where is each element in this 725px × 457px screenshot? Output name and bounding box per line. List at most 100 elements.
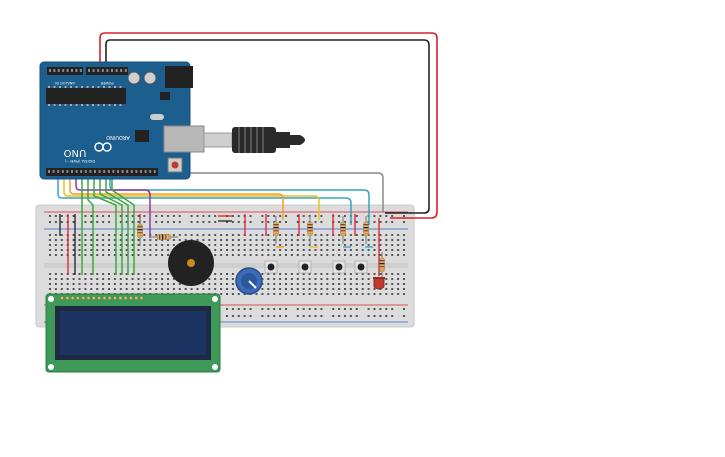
breadboard-hole <box>355 215 358 217</box>
breadboard-hole <box>231 283 234 285</box>
breadboard-hole <box>243 315 246 317</box>
wire-green-3[interactable] <box>93 178 117 275</box>
breadboard-hole <box>267 234 270 236</box>
breadboard-hole <box>208 234 211 236</box>
resistor[interactable] <box>379 252 385 280</box>
breadboard-hole <box>167 288 169 290</box>
breadboard-hole <box>367 244 370 246</box>
arduino-uno-board[interactable]: ARDUINO UNO DIGITAL (PWM ~) POWER ANALOG… <box>39 61 205 180</box>
wire-green-6[interactable] <box>111 178 135 275</box>
breadboard-hole <box>367 283 370 285</box>
lcd-pin <box>70 296 75 300</box>
breadboard-hole <box>237 249 240 251</box>
breadboard-hole <box>332 283 335 285</box>
breadboard-hole <box>214 244 217 246</box>
breadboard-hole <box>296 254 299 256</box>
breadboard-hole <box>125 215 128 217</box>
push-button[interactable] <box>354 260 368 274</box>
breadboard-hole <box>125 234 128 236</box>
breadboard-hole <box>172 288 175 290</box>
breadboard-hole <box>243 308 246 310</box>
breadboard-hole <box>137 283 140 285</box>
breadboard-hole <box>385 221 388 223</box>
breadboard-hole <box>344 273 346 275</box>
potentiometer[interactable] <box>235 267 263 295</box>
wire-orange-1[interactable] <box>69 178 284 220</box>
breadboard-hole <box>361 254 364 256</box>
breadboard-hole <box>149 244 152 246</box>
breadboard-hole <box>367 308 370 310</box>
breadboard-hole <box>208 278 211 280</box>
breadboard-hole <box>102 239 105 241</box>
breadboard-hole <box>296 283 299 285</box>
breadboard-hole <box>349 283 352 285</box>
breadboard-hole <box>273 278 276 280</box>
breadboard-hole <box>349 244 352 246</box>
breadboard-hole <box>302 288 305 290</box>
breadboard-hole <box>178 234 181 236</box>
breadboard-hole <box>397 239 400 241</box>
breadboard-hole <box>314 254 317 256</box>
resistor[interactable] <box>137 218 143 246</box>
breadboard-hole <box>72 215 75 217</box>
wire-gray[interactable] <box>154 172 384 212</box>
breadboard-hole <box>326 293 329 295</box>
wire-blue-1[interactable] <box>57 178 352 225</box>
breadboard-hole <box>60 278 63 280</box>
breadboard-hole <box>367 278 370 280</box>
breadboard-hole <box>96 239 99 241</box>
breadboard-hole <box>379 221 382 223</box>
breadboard-hole <box>220 254 223 256</box>
wire-green-4[interactable] <box>99 178 123 275</box>
resistor[interactable] <box>363 216 369 244</box>
wire-gnd-black[interactable] <box>105 39 430 214</box>
breadboard-hole <box>349 234 352 236</box>
breadboard-hole <box>131 234 134 236</box>
breadboard-hole <box>279 293 282 295</box>
wire-yellow-1[interactable] <box>63 178 320 220</box>
breadboard-hole <box>391 315 394 317</box>
wire-green-5[interactable] <box>105 178 129 275</box>
push-button[interactable] <box>298 260 312 274</box>
breadboard-hole <box>261 308 264 310</box>
breadboard-hole <box>196 288 199 290</box>
breadboard-hole <box>90 244 93 246</box>
atmega-chip <box>46 88 126 104</box>
usb-cable[interactable] <box>203 127 305 153</box>
wire-blue-2[interactable] <box>109 178 370 225</box>
breadboard-hole <box>373 308 376 310</box>
resistor[interactable] <box>150 234 178 240</box>
breadboard-hole <box>84 221 87 223</box>
breadboard-hole <box>178 239 181 241</box>
breadboard-hole <box>338 315 341 317</box>
breadboard-hole <box>379 239 382 241</box>
breadboard-hole <box>267 249 270 251</box>
breadboard-hole <box>320 293 323 295</box>
breadboard-hole <box>320 234 323 236</box>
breadboard-hole <box>220 278 223 280</box>
breadboard-hole <box>96 288 99 290</box>
breadboard-hole <box>155 239 158 241</box>
breadboard-hole <box>131 221 134 223</box>
wire-5v-red[interactable] <box>99 32 438 219</box>
push-button[interactable] <box>264 260 278 274</box>
breadboard-hole <box>308 249 311 251</box>
breadboard-hole <box>355 273 358 275</box>
breadboard-hole <box>214 221 217 223</box>
breadboard-hole <box>296 278 299 280</box>
wire-green-2[interactable] <box>87 178 94 275</box>
resistor[interactable] <box>307 216 313 244</box>
resistor[interactable] <box>340 216 346 244</box>
breadboard-hole <box>290 234 293 236</box>
lcd-display-16x2[interactable] <box>45 293 221 373</box>
breadboard-hole <box>49 273 51 275</box>
piezo-buzzer[interactable] <box>168 240 214 286</box>
push-button[interactable] <box>332 260 346 274</box>
red-led[interactable] <box>373 277 385 290</box>
breadboard-hole <box>90 283 93 285</box>
resistor[interactable] <box>273 216 279 244</box>
breadboard-hole <box>290 273 293 275</box>
breadboard-hole <box>326 283 329 285</box>
breadboard-hole <box>60 239 63 241</box>
